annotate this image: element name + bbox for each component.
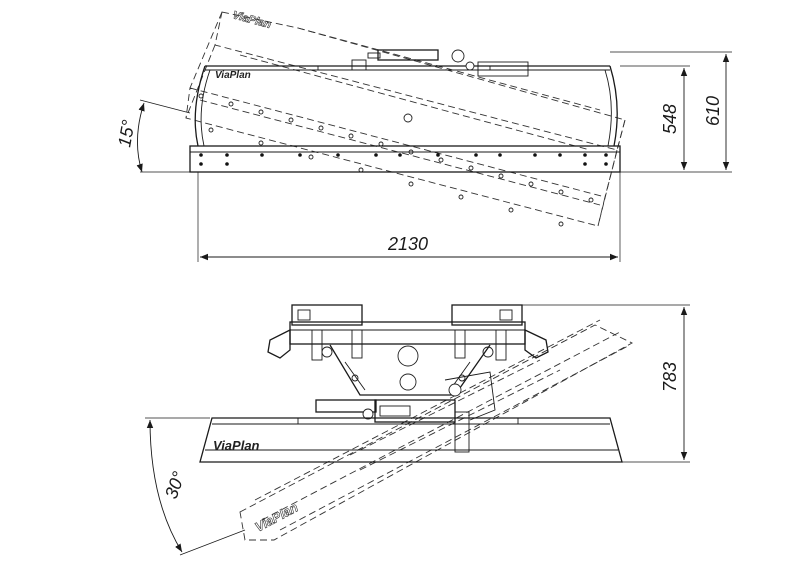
- bottom-frame: [267, 304, 549, 453]
- bottom-height-dimension: 783: [522, 304, 690, 463]
- top-blade: ViaPlan: [189, 49, 621, 173]
- top-width-dimension: 2130: [197, 172, 621, 262]
- brand-logo-bottom: ViaPlan: [213, 438, 260, 453]
- top-blade-hole-row: [199, 153, 608, 166]
- top-view: ViaPlan: [114, 9, 732, 262]
- dimension-783: 783: [660, 362, 680, 392]
- top-angle-dimension: 15°: [114, 99, 191, 173]
- brand-logo-top: ViaPlan: [215, 70, 251, 81]
- top-rotated-hole-row: [198, 93, 594, 227]
- ghost-brand-logo-top: ViaPlan: [231, 9, 272, 31]
- bottom-rotated-blade-ghost: ViaPlan: [239, 319, 633, 541]
- top-height-dimension-548: 548: [620, 65, 690, 173]
- top-height-dimension-610: 610: [610, 51, 732, 173]
- dimension-610: 610: [703, 96, 723, 126]
- top-rotated-blade-ghost: ViaPlan: [185, 9, 626, 227]
- angle-15: 15°: [114, 118, 138, 148]
- bottom-view: ViaPlan: [145, 304, 690, 556]
- dimension-548: 548: [660, 104, 680, 134]
- angle-30: 30°: [161, 469, 189, 501]
- dimension-2130: 2130: [387, 234, 428, 254]
